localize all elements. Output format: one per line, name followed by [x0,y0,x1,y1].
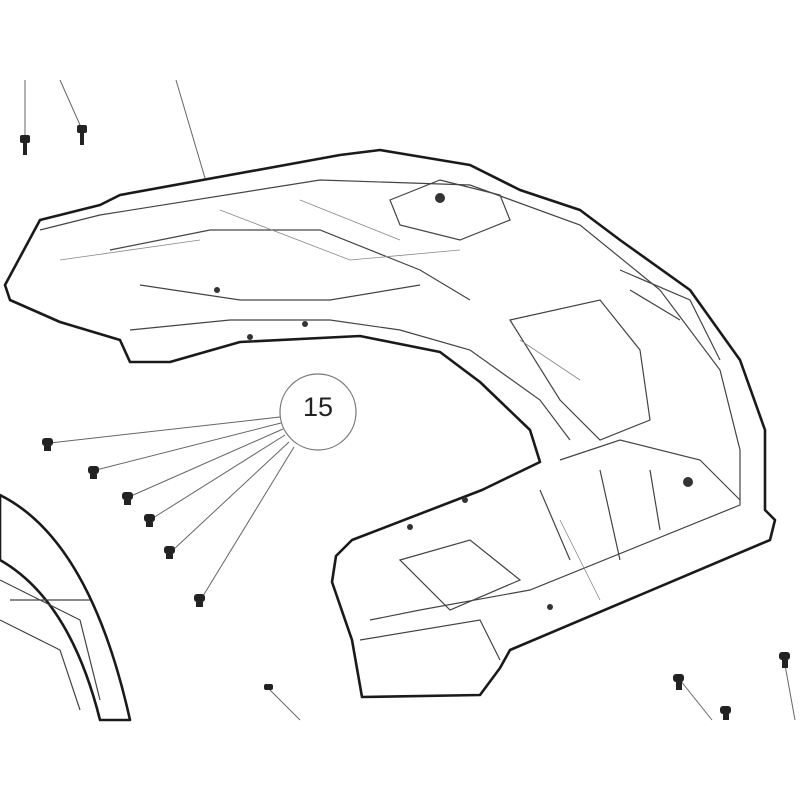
screw-icon [122,492,133,505]
screw-icon [779,652,790,668]
screw-icon [20,135,30,155]
screw-icon [720,706,731,720]
callout-number: 15 [302,392,334,422]
rear-rack [3,148,777,699]
screw-icon [42,438,53,451]
leader-line [59,79,81,126]
screw-icon [264,684,273,690]
leader-line [175,79,211,196]
screw-icon [673,674,684,690]
screw-icon [88,466,99,479]
adjacent-part [0,493,132,722]
screw-icon [144,514,155,527]
screw-icon [77,125,87,145]
screw-icon [194,594,205,607]
screw-icon [164,546,175,559]
callout-circle [279,373,357,451]
callout-leaders [49,416,295,597]
